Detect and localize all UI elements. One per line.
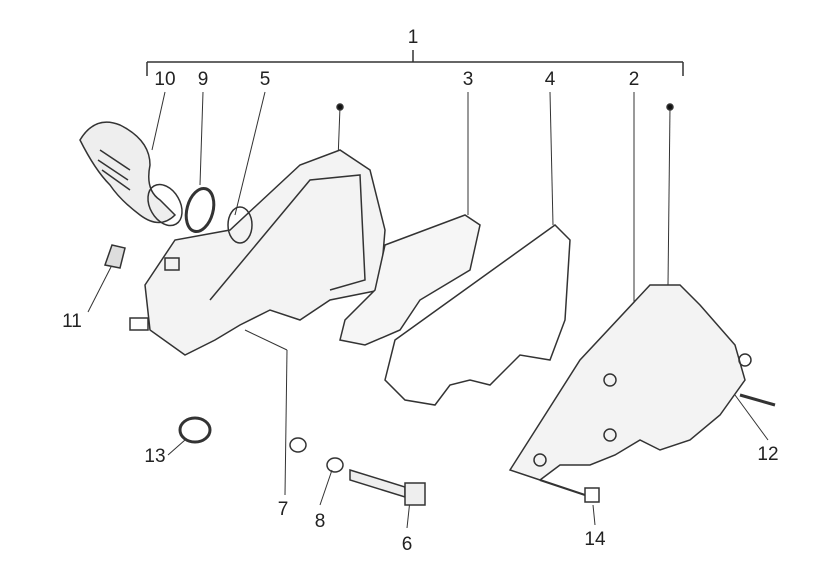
marker-dot <box>336 103 344 111</box>
clip <box>104 244 126 269</box>
callout-3: 3 <box>462 69 474 90</box>
callout-9: 9 <box>197 69 209 90</box>
callout-7: 7 <box>277 499 289 520</box>
callout-6: 6 <box>401 534 413 555</box>
callout-12: 12 <box>757 444 779 465</box>
clamp <box>178 416 212 444</box>
filter-housing <box>129 149 386 356</box>
filter-cover <box>508 284 752 481</box>
bolt <box>349 468 426 506</box>
callout-1: 1 <box>407 27 419 48</box>
marker-dot <box>666 103 674 111</box>
callout-8: 8 <box>314 511 326 532</box>
callout-4: 4 <box>544 69 556 90</box>
filter-element <box>339 214 481 346</box>
washer <box>326 457 344 473</box>
screw <box>739 393 776 407</box>
callout-14: 14 <box>584 529 606 550</box>
callout-2: 2 <box>628 69 640 90</box>
callout-13: 13 <box>144 446 166 467</box>
callout-11: 11 <box>62 311 82 332</box>
callout-5: 5 <box>259 69 271 90</box>
callout-10: 10 <box>154 69 176 90</box>
washer <box>289 437 307 453</box>
drain-plug <box>539 479 600 503</box>
gasket <box>384 224 571 406</box>
intake-duct <box>79 121 183 227</box>
hose-clamp <box>184 186 216 234</box>
group-bracket <box>146 50 684 76</box>
